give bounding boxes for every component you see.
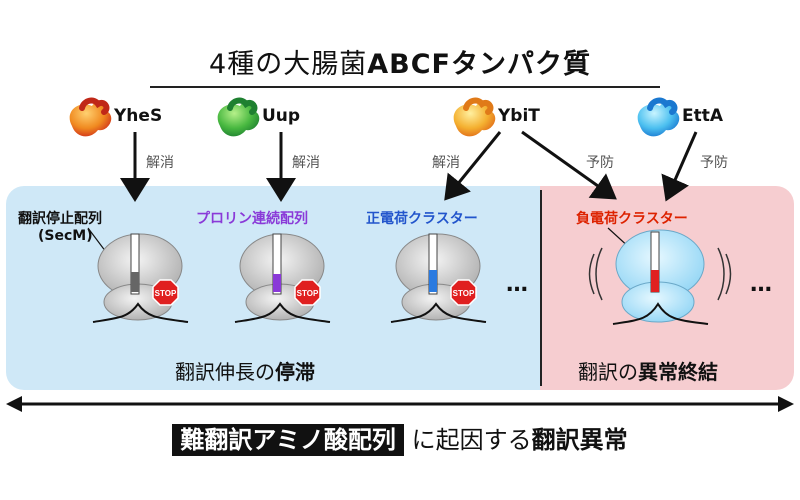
ellipsis-stall: … (506, 272, 528, 297)
arrow-ybit-to-negative (521, 130, 617, 200)
protein-name-yhes: YheS (114, 106, 163, 126)
ribosome-negative (588, 229, 732, 325)
svg-text:STOP: STOP (453, 289, 475, 298)
panel-divider (540, 190, 542, 386)
protein-name-etta: EttA (682, 106, 724, 126)
title-underline (150, 86, 660, 88)
label-negative-cluster: 負電荷クラスター (576, 211, 688, 227)
ribosome-secm (92, 233, 189, 323)
caption-elongation-stall: 翻訳伸長の停滞 (175, 356, 445, 385)
caption-stall-prefix: 翻訳伸長の (175, 360, 275, 384)
protein-icon-uup (217, 97, 260, 137)
arrow-ybit-to-positive (444, 131, 502, 201)
label-proline-sequence: プロリン連続配列 (196, 211, 308, 227)
svg-text:STOP: STOP (155, 289, 177, 298)
caption-term-bold: 異常終結 (638, 360, 718, 384)
ribosome-proline (234, 233, 331, 323)
protein-icon-yhes (69, 97, 112, 137)
ellipsis-termination: … (750, 272, 772, 297)
bottom-boxed-term: 難翻訳アミノ酸配列 (172, 424, 404, 456)
label-positive-cluster: 正電荷クラスター (366, 211, 478, 227)
caption-abnormal-termination: 翻訳の異常終結 (578, 356, 718, 385)
protein-icon-etta (637, 97, 680, 137)
stop-sign-2: STOP (294, 279, 321, 306)
bottom-middle: に起因する (411, 426, 532, 454)
verb-resolve-ybit: 解消 (432, 155, 460, 171)
scope-arrow (6, 396, 794, 412)
stop-sign-3: STOP (450, 279, 477, 306)
protein-name-uup: Uup (262, 106, 301, 126)
title-prefix: 4種の大腸菌 (209, 49, 368, 80)
verb-prevent-ybit: 予防 (586, 155, 614, 171)
ribosome-positive (390, 233, 487, 323)
stop-sign-1: STOP (152, 279, 179, 306)
label-arrest-sequence: 翻訳停止配列 (18, 211, 102, 227)
bottom-statement: 難翻訳アミノ酸配列 に起因する翻訳異常 (0, 420, 800, 456)
arrow-etta (661, 131, 698, 202)
label-secm: (SecM) (38, 228, 93, 244)
svg-text:STOP: STOP (297, 289, 319, 298)
caption-stall-bold: 停滞 (275, 360, 315, 384)
diagram-title: 4種の大腸菌ABCFタンパク質 (0, 42, 800, 81)
title-bold: ABCFタンパク質 (367, 49, 591, 80)
caption-term-prefix: 翻訳の (578, 360, 638, 384)
verb-resolve-yhes: 解消 (146, 155, 174, 171)
protein-icon-ybit (453, 97, 496, 137)
bottom-bold: 翻訳異常 (531, 426, 628, 454)
verb-resolve-uup: 解消 (292, 155, 320, 171)
protein-name-ybit: YbiT (498, 106, 540, 126)
verb-prevent-etta: 予防 (700, 155, 728, 171)
